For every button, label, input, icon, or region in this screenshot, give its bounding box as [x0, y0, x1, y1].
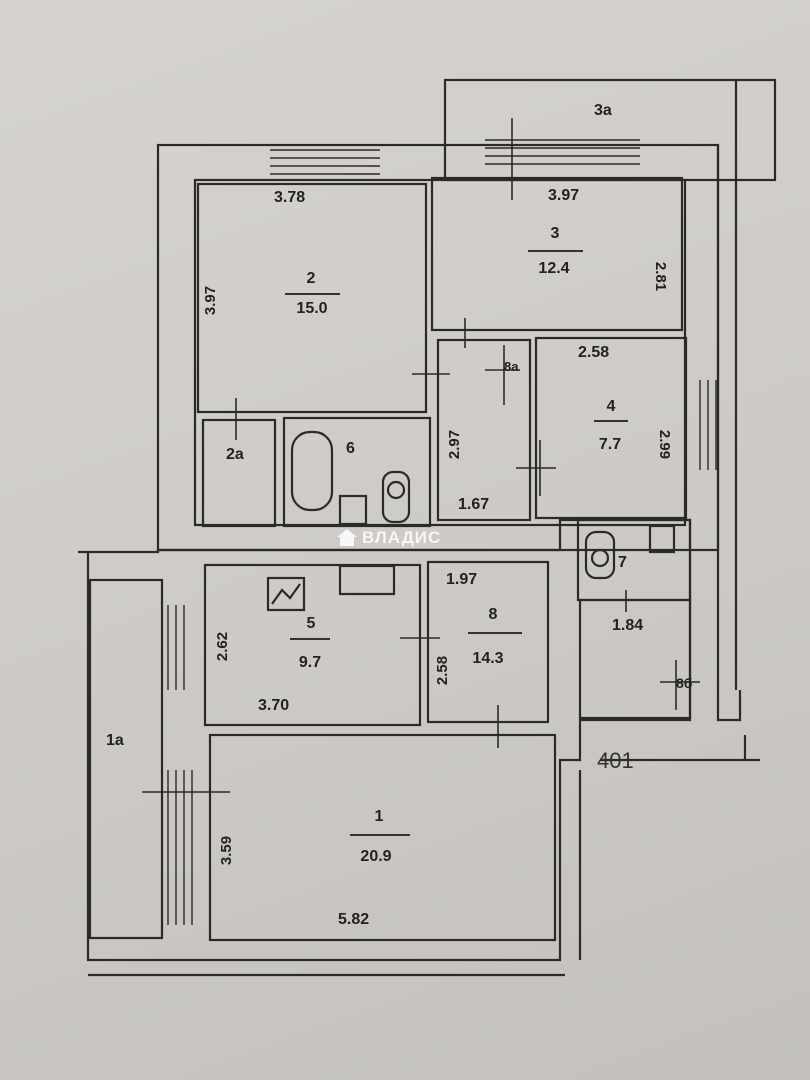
outer-wall-lower: [78, 518, 692, 962]
room-1-area: 20.9: [360, 848, 392, 865]
room-2-number: 2: [306, 270, 316, 287]
room-2-area: 15.0: [296, 300, 328, 317]
room-7-label: 7: [618, 554, 627, 571]
room-4-number: 4: [606, 398, 616, 415]
room-2-divider: [285, 293, 340, 295]
bathtub: [290, 430, 334, 512]
room-2a-label: 2а: [226, 446, 244, 463]
watermark-text: ВЛАДИС: [362, 528, 442, 547]
room-3-area: 12.4: [538, 260, 570, 277]
room-5-divider: [290, 638, 330, 640]
room-8a-outline: [436, 338, 532, 522]
balcony-3a: [443, 78, 777, 182]
room-3-outline: [430, 176, 684, 332]
room-5-number: 5: [306, 615, 316, 632]
room-2-length: 3.97: [202, 285, 220, 316]
room-3a-label: 3а: [594, 102, 612, 119]
inner-wall-upper: [193, 178, 687, 527]
outer-wall-right: [716, 145, 742, 722]
corridor-length: 2.97: [446, 429, 464, 460]
room-4-divider: [594, 420, 628, 422]
room-8-length: 2.58: [434, 655, 452, 686]
room-5-length: 2.62: [214, 631, 232, 662]
room-2a-outline: [201, 418, 277, 528]
stove-icon: [266, 576, 306, 612]
room-8-number: 8: [488, 606, 498, 623]
room-2-width: 3.78: [274, 189, 306, 206]
sink-5: [338, 564, 396, 596]
toilet-7: [584, 530, 616, 580]
room-3-number: 3: [550, 225, 560, 242]
room-1-divider: [350, 834, 410, 836]
toilet-6: [381, 470, 411, 524]
sink-7: [648, 524, 676, 554]
sheet-number: 401: [597, 748, 634, 773]
room-6-outline: [282, 416, 432, 528]
room-1-width: 5.82: [338, 911, 370, 928]
sink-6: [338, 494, 368, 526]
room-3-divider: [528, 250, 583, 252]
room-1-number: 1: [374, 808, 384, 825]
room-5-width: 3.70: [258, 697, 290, 714]
house-icon: [337, 529, 357, 546]
room-1a-label: 1а: [106, 732, 124, 749]
room-8-area: 14.3: [472, 650, 504, 667]
room-8b-label: 8б: [676, 675, 693, 691]
room-3-length: 2.81: [652, 261, 670, 292]
room-2-outline: [196, 182, 428, 414]
room-8a-label: 8а: [504, 359, 519, 374]
room-4-length: 2.99: [656, 429, 674, 460]
room-1a-outline: [88, 578, 164, 940]
room-5-area: 9.7: [298, 654, 322, 671]
room-6-label: 6: [346, 440, 355, 457]
room-8b-outline: [578, 598, 692, 720]
room-4-width: 2.58: [578, 344, 610, 361]
room-1-length: 3.59: [218, 835, 236, 866]
room-8-divider: [468, 632, 522, 634]
room-4-outline: [534, 336, 688, 520]
room-8-outline: [426, 560, 550, 724]
room-5-outline: [203, 563, 422, 727]
room-8-width: 1.97: [446, 571, 478, 588]
corridor-width: 1.67: [458, 496, 490, 513]
room-7-width: 1.84: [612, 617, 644, 634]
room-4-area: 7.7: [598, 436, 622, 453]
room-3-width: 3.97: [548, 187, 580, 204]
room-1-outline: [208, 733, 557, 942]
